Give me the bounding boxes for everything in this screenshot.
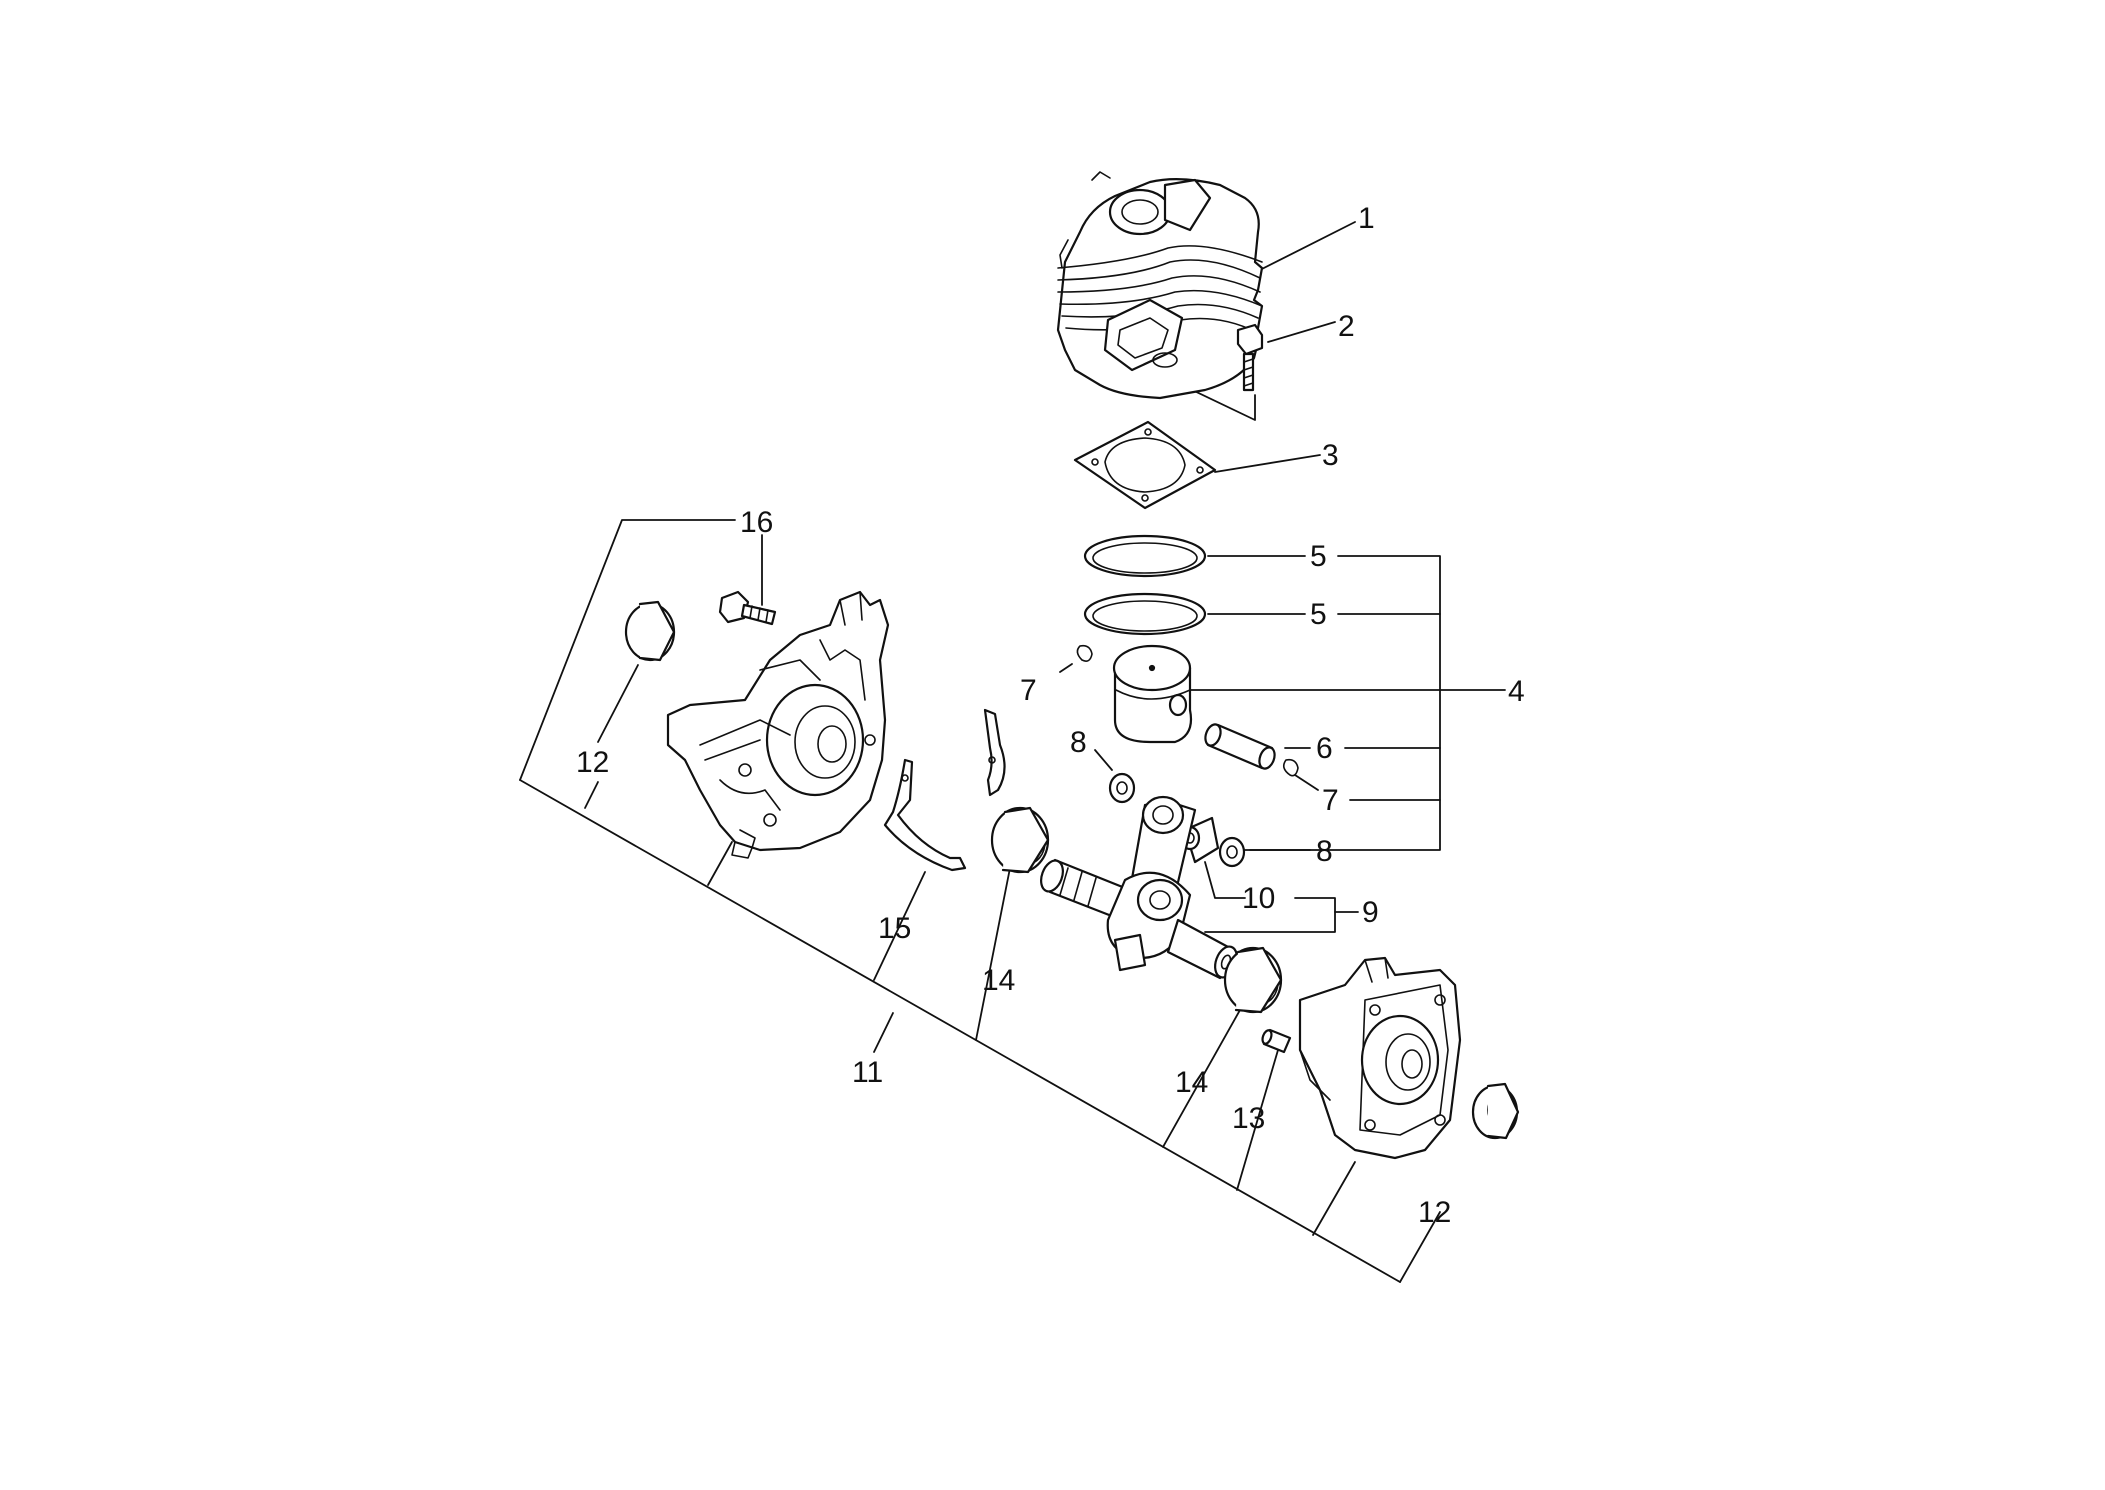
callout-14a: 14 [982,964,1015,997]
callout-7b: 7 [1322,784,1339,817]
callout-6: 6 [1316,732,1333,765]
callout-1: 1 [1358,202,1375,235]
leader-9-bracket [1204,897,1336,933]
leader-16-bracket [519,519,736,781]
washer-parts [1108,772,1246,868]
housing-bolt-part [718,590,777,626]
leader-7b [1294,774,1319,791]
callout-2: 2 [1338,310,1355,343]
callout-8b: 8 [1316,835,1333,868]
tick-13 [1236,1049,1279,1191]
leader-8a [1094,749,1113,771]
callout-16: 16 [740,506,773,539]
tick-12b [1399,1211,1441,1283]
callout-7a: 7 [1020,674,1037,707]
crankshaft-part [1040,795,1238,980]
callout-4: 4 [1508,675,1525,708]
leader-12a [597,664,639,743]
callout-8a: 8 [1070,726,1087,759]
oil-seal-parts [624,600,1520,1140]
piston-part [1112,644,1193,744]
tick-15 [873,871,926,981]
leader-11-main [519,779,1401,1283]
cylinder-part [1056,171,1264,400]
leader-3 [1214,454,1321,473]
bearing-parts [990,806,1283,1014]
callout-5b: 5 [1310,598,1327,631]
callout-12b: 12 [1418,1196,1451,1229]
callout-9: 9 [1362,896,1379,929]
leader-2 [1267,321,1336,343]
crankcase-gasket-part [883,708,1006,872]
tick-housing-right [1312,1161,1356,1236]
callout-11: 11 [852,1056,883,1089]
gasket-part [1073,420,1217,510]
tick-11 [873,1012,894,1053]
callout-5a: 5 [1310,540,1327,573]
piston-pin-part [1204,723,1276,770]
leader-10 [1204,861,1246,899]
bolt-part [1236,323,1264,392]
callout-14b: 14 [1175,1066,1208,1099]
tick-12a [584,781,599,809]
callout-12a: 12 [576,746,609,779]
callout-13: 13 [1232,1102,1265,1135]
left-crankcase-part [666,590,890,859]
right-crankcase-part [1298,956,1462,1160]
tick-14a [975,867,1011,1041]
tick-housing-left [707,841,733,886]
callout-labels: 1 2 3 4 5 5 6 7 7 8 8 9 10 11 12 12 13 1… [576,202,1525,1229]
callout-15: 15 [878,912,911,945]
leader-7a [1059,663,1073,673]
callout-3: 3 [1322,439,1339,472]
tick-14b [1162,1009,1241,1148]
leader-lines [519,221,1506,1283]
clip-parts [1076,644,1299,777]
leader-4-bracket [1249,555,1441,851]
leader-1 [1249,221,1356,276]
callout-10: 10 [1242,882,1275,915]
dowel-pin-part [1261,1028,1292,1054]
piston-rings-part [1083,534,1207,636]
